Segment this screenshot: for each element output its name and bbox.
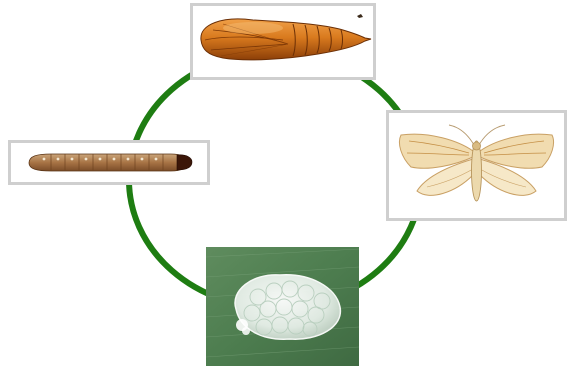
eggs-stage (206, 247, 359, 366)
moth-illustration-icon (389, 113, 564, 218)
adult-moth-stage (386, 110, 567, 221)
caterpillar-illustration-icon (11, 143, 207, 182)
pupa-illustration-icon (193, 6, 373, 77)
larva-stage (8, 140, 210, 185)
egg-mass-photo-icon (206, 247, 359, 366)
pupa-stage (190, 3, 376, 80)
